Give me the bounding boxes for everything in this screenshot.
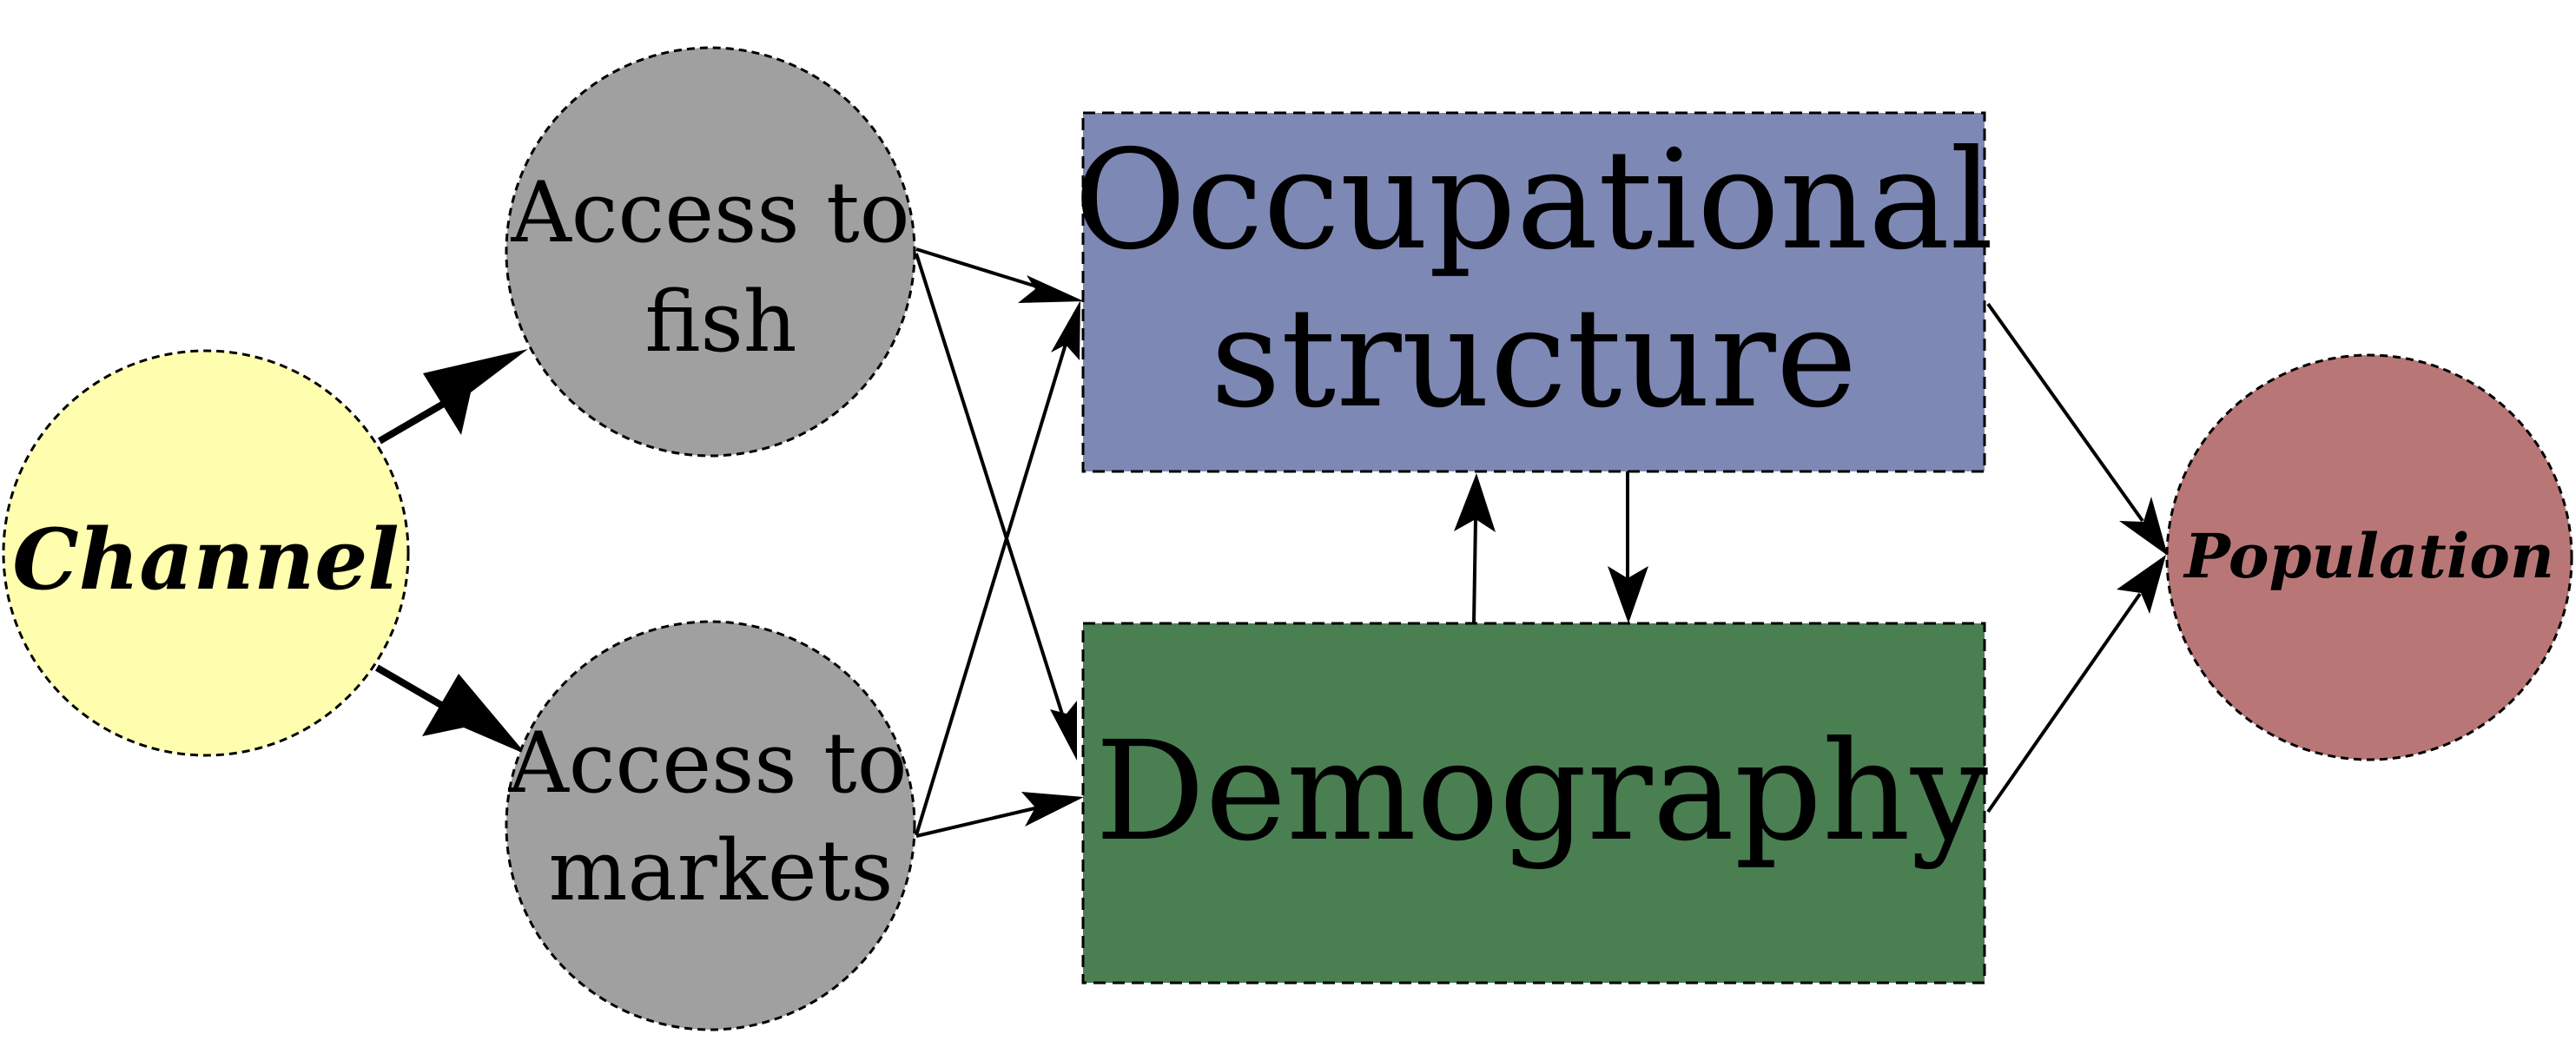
edge-fish-to-occupational: [915, 247, 1043, 290]
node-demography-shape: [1081, 622, 1986, 985]
node-access-to-markets: Access to markets: [505, 620, 916, 1031]
node-access-to-fish: Access to fish: [505, 46, 916, 458]
node-access-to-markets-label-line-1: Access to: [507, 715, 907, 812]
edge-channel-to-markets-arrowhead: [422, 674, 526, 754]
node-occupational-structure-label-line-2: structure: [1211, 279, 1858, 438]
node-access-to-fish-label-line-2: fish: [644, 273, 796, 371]
node-demography: Demography: [1081, 622, 1988, 985]
edge-markets-to-demography: [915, 805, 1043, 838]
edge-occupational-to-population: [1986, 302, 2144, 523]
edge-occupational-to-demography-arrowhead: [1608, 566, 1648, 623]
edge-demography-to-population: [1986, 592, 2142, 814]
node-access-to-markets-label-line-2: markets: [549, 822, 894, 919]
node-population-shape: [2165, 353, 2573, 761]
node-population: Population: [2165, 353, 2573, 761]
edge-markets-to-occupational-arrowhead: [1051, 300, 1080, 360]
node-occupational-structure-shape: [1081, 111, 1986, 473]
edge-channel-to-fish-arrowhead: [423, 349, 528, 435]
node-channel: Channel: [2, 349, 410, 757]
edge-fish-to-demography-arrowhead: [1050, 701, 1077, 761]
edge-demography-to-occupational-arrowhead: [1454, 473, 1496, 532]
edge-fish-to-demography: [915, 253, 1067, 723]
node-population-label: Population: [2183, 520, 2554, 592]
node-access-to-fish-label-line-1: Access to: [510, 164, 909, 261]
edge-channel-to-markets: [374, 664, 454, 715]
edge-fish-to-occupational-arrowhead: [1018, 275, 1084, 303]
node-channel-label: Channel: [12, 511, 400, 609]
node-occupational-structure-label-line-1: Occupational: [1073, 121, 1993, 280]
node-demography-label: Demography: [1095, 712, 1988, 872]
edge-demography-to-population-arrowhead: [2117, 555, 2166, 614]
node-access-to-fish-shape: [505, 46, 916, 458]
node-occupational-structure: Occupational structure: [1073, 111, 1994, 473]
node-channel-shape: [2, 349, 410, 757]
edge-occupational-to-population-arrowhead: [2119, 497, 2168, 556]
edges: [374, 247, 2168, 838]
node-access-to-markets-shape: [505, 620, 916, 1031]
edge-demography-to-occupational: [1472, 518, 1477, 624]
edge-markets-to-demography-arrowhead: [1021, 792, 1084, 827]
edge-markets-to-occupational: [915, 340, 1068, 836]
